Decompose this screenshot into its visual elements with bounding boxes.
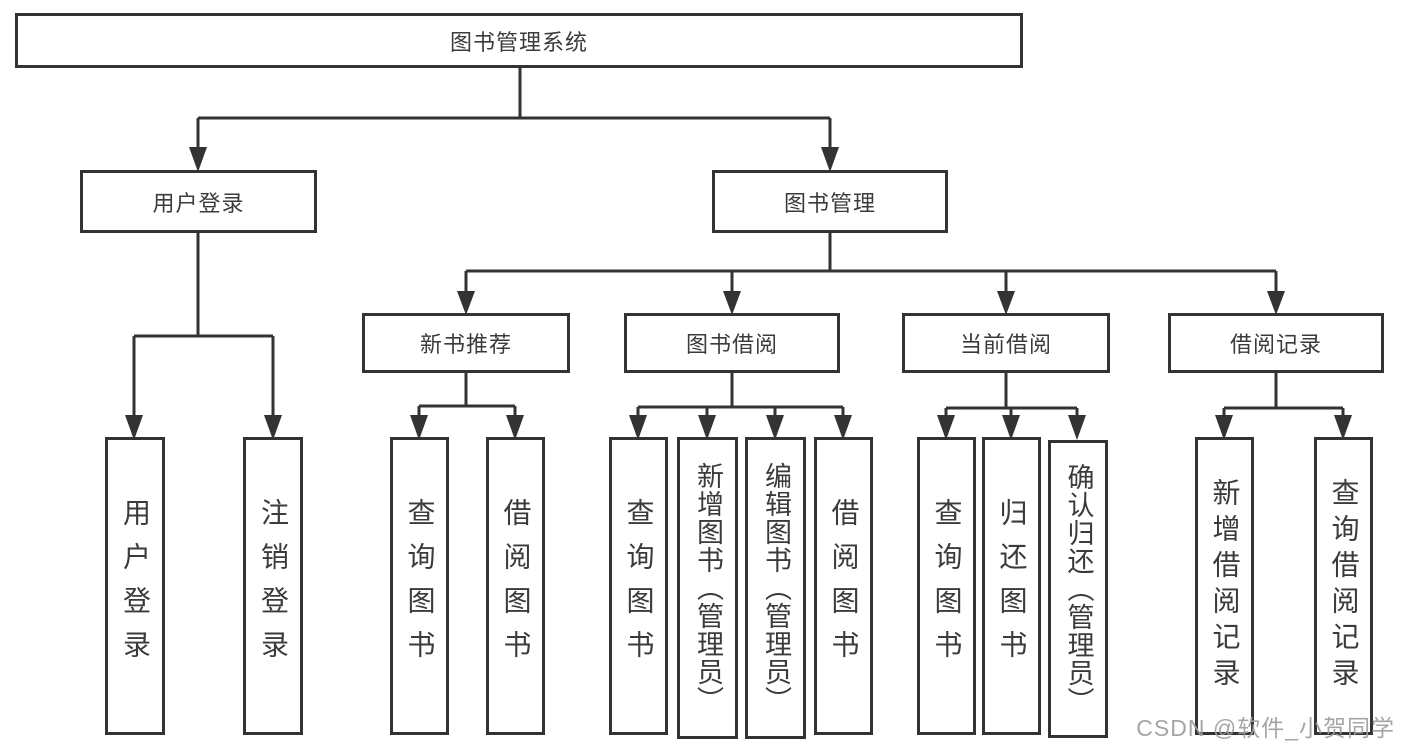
node-root-label: 图书管理系统: [449, 29, 588, 55]
leaf-borrow-add: 新增图书（管理员）: [677, 437, 738, 739]
leaf-newbook-borrow: 借阅图书: [486, 437, 545, 735]
leaf-newbook-query-label: 查询图书: [404, 498, 436, 674]
node-borrow-label: 图书借阅: [685, 332, 778, 357]
node-borrow: 图书借阅: [624, 313, 840, 373]
leaf-borrow-edit: 编辑图书（管理员）: [745, 437, 806, 739]
leaf-records-query: 查询借阅记录: [1314, 437, 1373, 735]
leaf-borrow-query-label: 查询图书: [623, 498, 655, 674]
leaf-current-confirm: 确认归还（管理员）: [1048, 440, 1108, 738]
node-records-label: 借阅记录: [1229, 332, 1322, 357]
node-new-book-label: 新书推荐: [419, 332, 512, 357]
connector-user-login-children: [125, 233, 282, 440]
node-current-label: 当前借阅: [959, 332, 1052, 357]
leaf-current-confirm-label: 确认归还（管理员）: [1063, 463, 1094, 715]
connector-book-mgmt-to-level3: [457, 233, 1285, 315]
leaf-current-query-label: 查询图书: [931, 498, 963, 674]
leaf-records-add-label: 新增借阅记录: [1209, 478, 1241, 694]
leaf-current-query: 查询图书: [917, 437, 976, 735]
leaf-borrow-query: 查询图书: [609, 437, 668, 735]
node-records: 借阅记录: [1168, 313, 1384, 373]
connector-root-to-level2: [189, 68, 839, 172]
leaf-newbook-query: 查询图书: [390, 437, 449, 735]
node-book-mgmt: 图书管理: [712, 170, 948, 233]
node-user-login: 用户登录: [80, 170, 317, 233]
csdn-watermark: CSDN @软件_小贺同学: [1136, 715, 1395, 741]
leaf-borrow-borrow: 借阅图书: [814, 437, 873, 735]
connector-new-book-children: [410, 373, 524, 440]
leaf-newbook-borrow-label: 借阅图书: [500, 498, 532, 674]
node-user-login-label: 用户登录: [152, 190, 245, 216]
node-book-mgmt-label: 图书管理: [783, 190, 876, 216]
connector-borrow-children: [629, 373, 852, 440]
leaf-borrow-add-label: 新增图书（管理员）: [693, 462, 723, 714]
leaf-user-login: 用户登录: [105, 437, 165, 735]
leaf-current-return: 归还图书: [982, 437, 1041, 735]
leaf-borrow-edit-label: 编辑图书（管理员）: [761, 462, 791, 714]
leaf-user-login-label: 用户登录: [120, 498, 151, 674]
connector-records-children: [1215, 373, 1352, 440]
node-new-book: 新书推荐: [362, 313, 570, 373]
leaf-logout-label: 注销登录: [258, 498, 289, 674]
leaf-logout: 注销登录: [243, 437, 303, 735]
leaf-records-add: 新增借阅记录: [1195, 437, 1254, 735]
leaf-records-query-label: 查询借阅记录: [1328, 478, 1360, 694]
leaf-current-return-label: 归还图书: [996, 498, 1028, 674]
connector-current-children: [937, 373, 1086, 440]
leaf-borrow-borrow-label: 借阅图书: [828, 498, 860, 674]
node-current: 当前借阅: [902, 313, 1110, 373]
node-root: 图书管理系统: [15, 13, 1023, 68]
